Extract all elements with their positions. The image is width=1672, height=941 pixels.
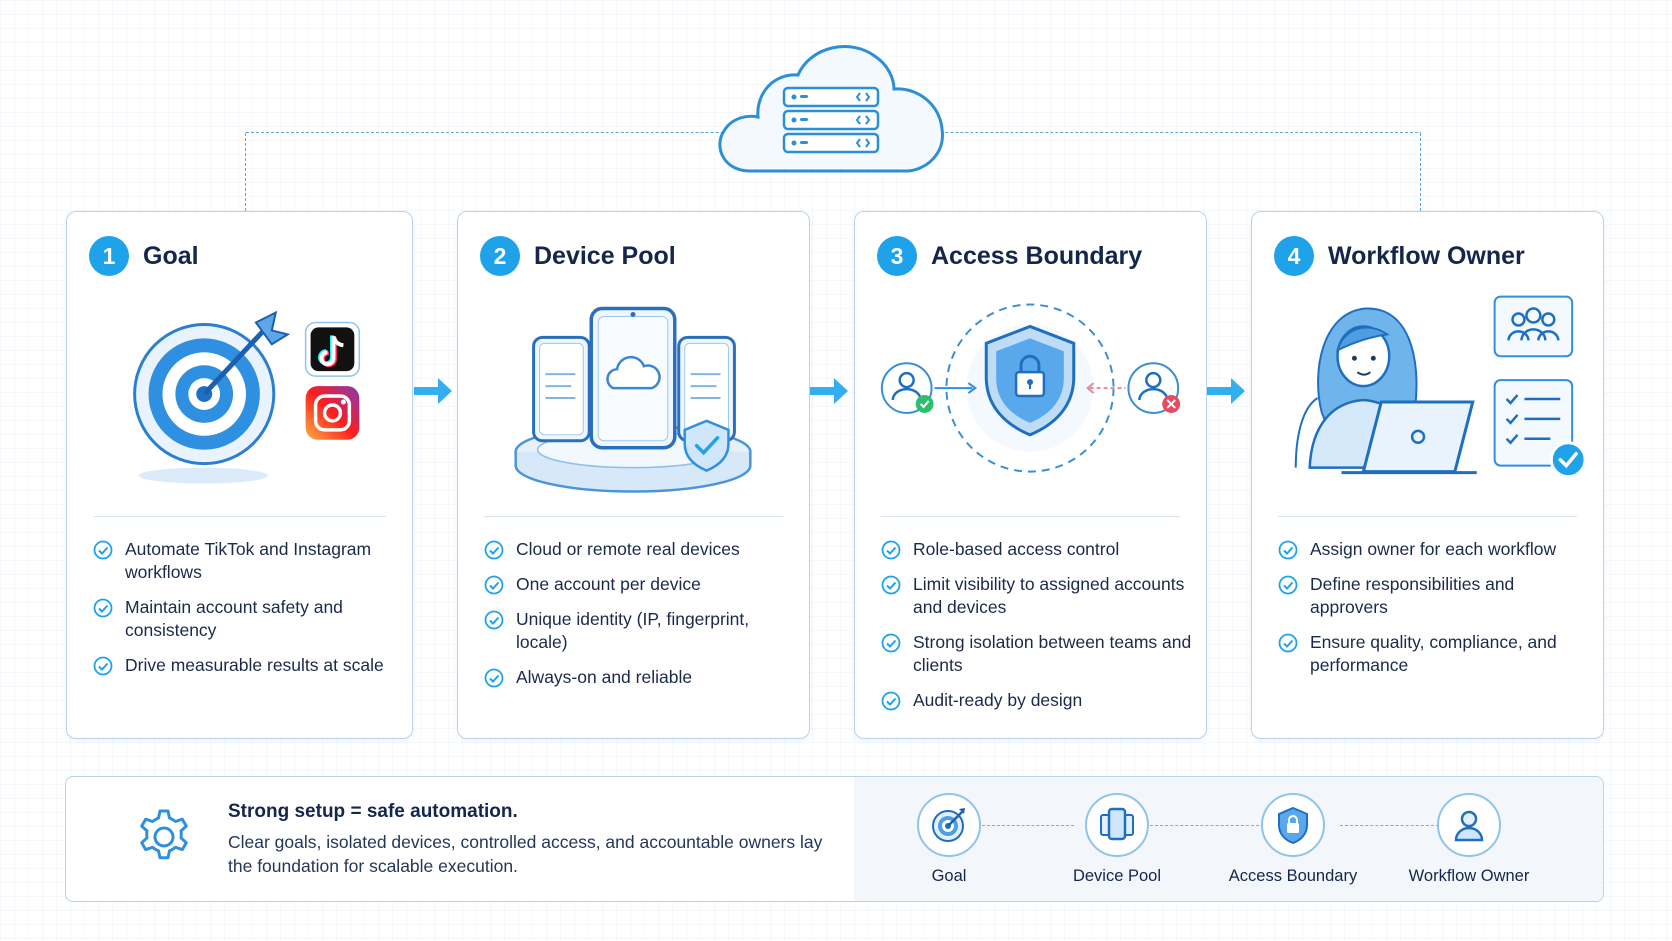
card-workflow-owner-points: Assign owner for each workflow Define re…: [1278, 538, 1589, 689]
list-item: Always-on and reliable: [484, 666, 795, 689]
card-workflow-owner: 4 Workflow Owner Assign owner fo: [1251, 211, 1604, 739]
check-circle-icon: [881, 691, 901, 711]
check-circle-icon: [484, 575, 504, 595]
check-circle-icon: [881, 633, 901, 653]
check-circle-icon: [484, 668, 504, 688]
card-device-pool-header: 2 Device Pool: [480, 236, 676, 276]
check-circle-icon: [881, 540, 901, 560]
card-goal: 1 Goal: [66, 211, 413, 739]
card-goal-header: 1 Goal: [89, 236, 199, 276]
card-title: Workflow Owner: [1328, 241, 1525, 270]
phone-icon: [1085, 793, 1149, 857]
step-number-badge: 2: [480, 236, 520, 276]
card-access-boundary: 3 Access Boundary Role-based access cont…: [854, 211, 1207, 739]
step-connector: [1340, 825, 1444, 826]
step-label: Access Boundary: [1228, 867, 1358, 885]
step-number-badge: 4: [1274, 236, 1314, 276]
list-item: Assign owner for each workflow: [1278, 538, 1589, 561]
list-item: Maintain account safety and consistency: [93, 596, 398, 642]
step-label: Goal: [931, 867, 967, 885]
tiktok-icon: [304, 321, 361, 377]
check-circle-icon: [1278, 540, 1298, 560]
card-workflow-owner-header: 4 Workflow Owner: [1274, 236, 1525, 276]
step-flow: Goal Device Pool Access Boundary Workflo…: [854, 777, 1603, 901]
check-circle-icon: [484, 540, 504, 560]
target-icon: [133, 310, 361, 484]
check-circle-icon: [881, 575, 901, 595]
owner-icon: [1294, 295, 1587, 479]
step-device-pool: Device Pool: [1042, 793, 1192, 886]
arrow-right-icon: [414, 378, 452, 404]
step-workflow-owner: Workflow Owner: [1394, 793, 1544, 886]
check-circle-icon: [484, 610, 504, 630]
banner-title: Strong setup = safe automation.: [228, 801, 518, 822]
list-item: Limit visibility to assigned accounts an…: [881, 573, 1192, 619]
step-goal: Goal: [874, 793, 1024, 886]
card-divider: [1278, 516, 1577, 517]
card-divider: [484, 516, 783, 517]
connector-left-vertical: [245, 133, 246, 211]
card-divider: [881, 516, 1180, 517]
banner-text: Clear goals, isolated devices, controlle…: [228, 832, 823, 876]
list-item: Cloud or remote real devices: [484, 538, 795, 561]
card-goal-points: Automate TikTok and Instagram workflows …: [93, 538, 398, 689]
card-access-boundary-points: Role-based access control Limit visibili…: [881, 538, 1192, 724]
list-item: Unique identity (IP, fingerprint, locale…: [484, 608, 795, 654]
check-circle-icon: [93, 598, 113, 618]
check-circle-icon: [1278, 575, 1298, 595]
card-title: Access Boundary: [931, 241, 1143, 270]
step-number-badge: 1: [89, 236, 129, 276]
step-connector: [982, 825, 1074, 826]
cloud-server-icon: [718, 45, 944, 173]
card-device-pool-points: Cloud or remote real devices One account…: [484, 538, 795, 701]
card-device-pool: 2 Device Pool Cloud or remote real devic…: [457, 211, 810, 739]
list-item: Role-based access control: [881, 538, 1192, 561]
phones-icon: [514, 306, 752, 493]
gear-icon: [140, 809, 188, 860]
connector-right-vertical: [1420, 133, 1421, 211]
arrow-right-icon: [810, 378, 848, 404]
card-title: Device Pool: [534, 241, 676, 270]
person-icon: [1437, 793, 1501, 857]
card-access-boundary-header: 3 Access Boundary: [877, 236, 1142, 276]
step-connector: [1150, 825, 1264, 826]
list-item: Ensure quality, compliance, and performa…: [1278, 631, 1589, 677]
arrow-right-icon: [1207, 378, 1245, 404]
instagram-icon: [305, 386, 360, 440]
check-circle-icon: [93, 540, 113, 560]
list-item: Drive measurable results at scale: [93, 654, 398, 677]
list-item: Automate TikTok and Instagram workflows: [93, 538, 398, 584]
shield-lock-icon: [1261, 793, 1325, 857]
target-icon: [917, 793, 981, 857]
check-circle-icon: [93, 656, 113, 676]
list-item: Strong isolation between teams and clien…: [881, 631, 1192, 677]
card-title: Goal: [143, 241, 199, 270]
list-item: Audit-ready by design: [881, 689, 1192, 712]
list-item: Define responsibilities and approvers: [1278, 573, 1589, 619]
summary-banner: Strong setup = safe automation. Clear go…: [65, 776, 1604, 902]
card-divider: [93, 516, 386, 517]
check-circle-icon: [1278, 633, 1298, 653]
list-item: One account per device: [484, 573, 795, 596]
step-access-boundary: Access Boundary: [1218, 793, 1368, 886]
step-number-badge: 3: [877, 236, 917, 276]
shield-lock-icon: [880, 303, 1181, 473]
step-label: Workflow Owner: [1408, 867, 1530, 885]
step-label: Device Pool: [1072, 867, 1162, 885]
